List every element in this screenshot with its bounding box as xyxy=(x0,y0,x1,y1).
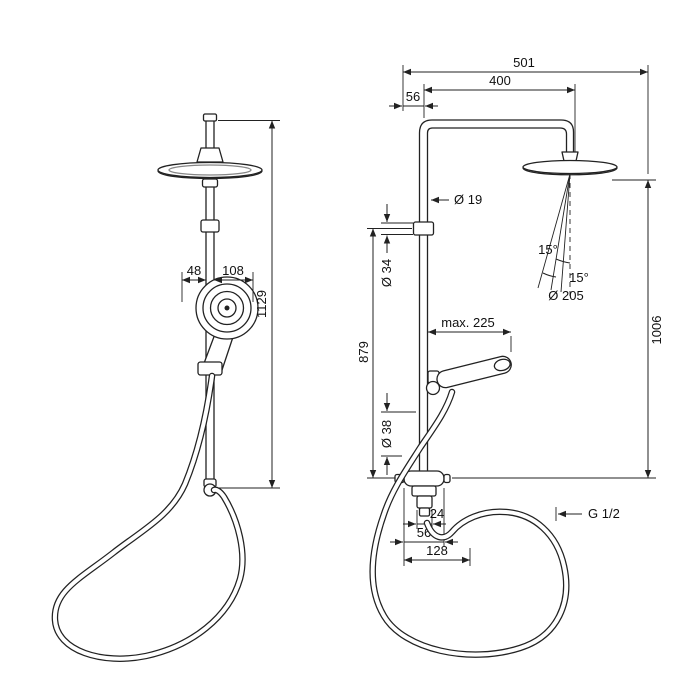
side-shower-head xyxy=(522,159,618,175)
front-dim-1129-label: 1129 xyxy=(254,290,269,318)
front-pipe-cap xyxy=(202,113,218,122)
side-slider-clamp xyxy=(412,221,435,236)
front-handset-face xyxy=(195,276,259,340)
hose-grommet-label: Ø 38 xyxy=(379,420,394,448)
side-riser-pipe-outer xyxy=(418,119,575,479)
front-dim-48-label: 48 xyxy=(187,263,201,278)
side-view: 501 400 56 15° 15° Ø 205 Ø 19 xyxy=(356,55,664,658)
side-dim-400-label: 400 xyxy=(489,73,511,88)
valve-bottom-dimensions: 24 56 128 xyxy=(390,488,471,566)
front-handset-holder xyxy=(197,361,223,376)
dim-24-label: 24 xyxy=(430,506,444,521)
front-slider-clamp xyxy=(200,219,220,233)
slider-diameter-label: Ø 34 xyxy=(379,259,394,287)
head-height-dimension: 1006 xyxy=(452,179,664,479)
bar-height-label: 879 xyxy=(356,341,371,363)
pipe-diameter-callout: Ø 19 xyxy=(431,192,482,207)
side-shower-hose xyxy=(369,388,570,658)
front-head-connector xyxy=(196,147,224,163)
spray-angle-inner-label: 15° xyxy=(569,270,589,285)
side-head-stem xyxy=(561,151,579,162)
front-dimensions: 48 108 1129 xyxy=(181,120,280,489)
side-holder-pivot xyxy=(425,380,441,396)
front-dim-108-label: 108 xyxy=(222,263,244,278)
pipe-diameter-label: Ø 19 xyxy=(454,192,482,207)
side-dim-501-label: 501 xyxy=(513,55,535,70)
side-dim-56-top-label: 56 xyxy=(406,89,420,104)
front-view: 48 108 1129 xyxy=(51,113,280,662)
thread-callout: G 1/2 xyxy=(555,506,620,521)
side-top-dimensions: 501 400 56 xyxy=(389,55,649,174)
spray-cone: 15° 15° Ø 205 xyxy=(537,173,589,303)
thread-label: G 1/2 xyxy=(588,506,620,521)
side-handset xyxy=(436,355,512,389)
slider-diameter-dimension: Ø 34 xyxy=(379,204,413,287)
hose-grommet-dimension: Ø 38 xyxy=(379,393,416,475)
front-shower-hose xyxy=(51,372,246,662)
bar-height-dimension: 879 xyxy=(356,228,412,479)
handset-reach-label: max. 225 xyxy=(441,315,494,330)
spray-angle-outer-label: 15° xyxy=(538,242,558,257)
head-diameter-label: Ø 205 xyxy=(548,288,583,303)
front-head-hub xyxy=(201,178,219,188)
side-riser-pipe-inner xyxy=(426,127,568,479)
head-height-label: 1006 xyxy=(649,316,664,345)
front-shower-head-inner-ring xyxy=(168,164,252,176)
handset-reach-dimension: max. 225 xyxy=(428,315,512,352)
dim-128-label: 128 xyxy=(426,543,448,558)
